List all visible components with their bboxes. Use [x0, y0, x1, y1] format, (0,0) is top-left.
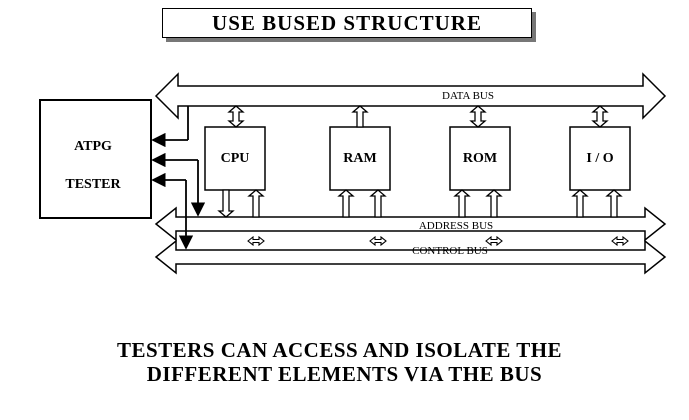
address-bus-label: ADDRESS BUS — [419, 220, 493, 232]
caption-line-2: DIFFERENT ELEMENTS VIA THE BUS — [146, 362, 543, 386]
tester-connections — [151, 106, 206, 250]
cpu-address-connector — [217, 189, 235, 218]
io-block: I / O — [569, 126, 631, 191]
control-bus: CONTROL BUS — [154, 239, 667, 275]
io-address-connector — [571, 189, 589, 218]
cpu-block: CPU — [204, 126, 266, 191]
caption-line-1: TESTERS CAN ACCESS AND ISOLATE THE — [116, 338, 563, 362]
ram-address-connector-2 — [369, 189, 387, 218]
data-bus: DATA BUS — [154, 72, 667, 120]
rom-address-connector-2 — [485, 189, 503, 218]
rom-address-connector — [453, 189, 471, 218]
ram-label: RAM — [343, 151, 376, 166]
ram-block: RAM — [329, 126, 391, 191]
rom-label: ROM — [463, 151, 497, 166]
address-bus: ADDRESS BUS — [154, 206, 667, 242]
cpu-address-connector-2 — [247, 189, 265, 218]
tester-label-line2: TESTER — [65, 177, 121, 192]
io-data-connector — [591, 105, 609, 128]
io-control-connector — [611, 235, 629, 247]
diagram-title: USE BUSED STRUCTURE — [212, 11, 482, 35]
io-label: I / O — [586, 151, 613, 166]
tester-label-line1: ATPG — [74, 139, 112, 154]
cpu-control-connector — [247, 235, 265, 247]
title-box: USE BUSED STRUCTURE — [162, 8, 532, 38]
ram-data-connector — [351, 105, 369, 128]
io-address-connector-2 — [605, 189, 623, 218]
rom-control-connector — [485, 235, 503, 247]
data-bus-label: DATA BUS — [442, 90, 494, 102]
cpu-label: CPU — [221, 151, 250, 166]
rom-data-connector — [469, 105, 487, 128]
control-bus-label: CONTROL BUS — [412, 245, 488, 257]
ram-control-connector — [369, 235, 387, 247]
rom-block: ROM — [449, 126, 511, 191]
ram-address-connector — [337, 189, 355, 218]
atpg-tester-box: ATPG TESTER — [39, 99, 152, 219]
block-bus-connectors — [217, 105, 629, 247]
cpu-data-connector — [227, 105, 245, 128]
